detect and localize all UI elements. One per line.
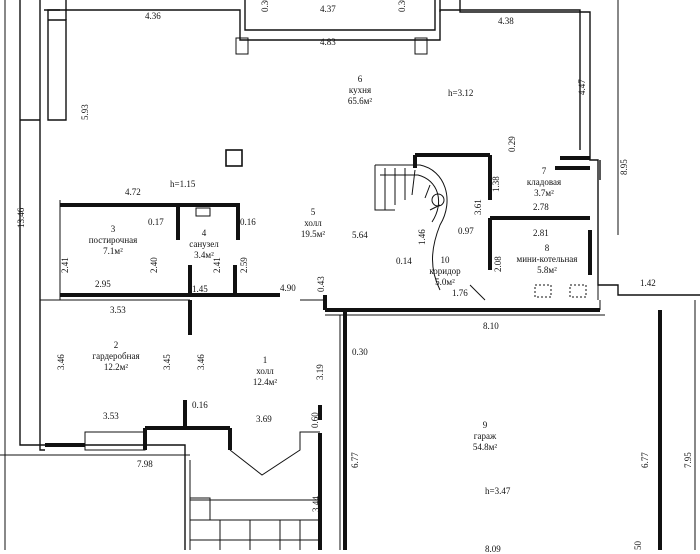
room-name: гараж xyxy=(473,431,497,441)
dim-label: 3.19 xyxy=(315,364,325,380)
dim-label: 50 xyxy=(633,541,643,550)
garage-height: h=3.47 xyxy=(485,486,511,496)
dim-label: 2.78 xyxy=(533,202,549,212)
room-number: 8 xyxy=(544,243,550,253)
dim-label: 4.37 xyxy=(320,4,336,14)
dim-label: 2.41 xyxy=(60,257,70,273)
column-square xyxy=(225,149,243,167)
dim-label: 3.44 xyxy=(311,496,321,512)
room-number: 9 xyxy=(482,420,488,430)
dim-label: 4.83 xyxy=(320,37,336,47)
dim-label: 0.60 xyxy=(310,412,320,428)
dim-label: 0.43 xyxy=(316,276,326,292)
dim-label: 2.40 xyxy=(149,257,159,273)
room-area: 3.7м² xyxy=(534,188,554,198)
room-area: 3.4м² xyxy=(194,250,214,260)
dim-label: 2.81 xyxy=(533,228,549,238)
room-3-label: 3 постирочная 7.1м² xyxy=(78,224,148,257)
dim-label: 0.17 xyxy=(148,217,164,227)
dim-label: 1.38 xyxy=(491,176,501,192)
dim-label: 0.30 xyxy=(260,0,270,12)
dim-label: 0.30 xyxy=(397,0,407,12)
dim-label: 3.53 xyxy=(110,305,126,315)
dim-label: 3.61 xyxy=(473,199,483,215)
dim-label: 3.46 xyxy=(56,354,66,370)
room-number: 1 xyxy=(262,355,268,365)
dim-label: 8.09 xyxy=(485,544,501,554)
room-number: 3 xyxy=(110,224,116,234)
dim-label: 8.95 xyxy=(619,159,629,175)
room-area: 19.5м² xyxy=(300,229,326,239)
room-name: кухня xyxy=(348,85,372,95)
dim-label: 2.95 xyxy=(95,279,111,289)
room-8-label: 8 мини-котельная 5.8м² xyxy=(505,243,589,276)
room-number: 2 xyxy=(113,340,119,350)
room-2-label: 2 гардеробная 12.2м² xyxy=(80,340,152,373)
room-9-label: 9 гараж 54.8м² xyxy=(460,420,510,453)
room-number: 6 xyxy=(357,74,363,84)
dim-label: 1.46 xyxy=(417,229,427,245)
room-name: коридор xyxy=(429,266,461,276)
wc-height: h=1.15 xyxy=(170,179,196,189)
dim-label: 6.77 xyxy=(640,452,650,468)
room-area: 12.4м² xyxy=(252,377,278,387)
dim-label: 4.72 xyxy=(125,187,141,197)
dim-label: 5.64 xyxy=(352,230,368,240)
room-area: 65.6м² xyxy=(347,96,373,106)
room-name: кладовая xyxy=(526,177,562,187)
dim-label: 0.97 xyxy=(458,226,474,236)
dim-label: 6.77 xyxy=(350,452,360,468)
dim-label: 8.10 xyxy=(483,321,499,331)
room-number: 10 xyxy=(440,255,450,265)
dim-label: 7.95 xyxy=(683,452,693,468)
room-name: гардеробная xyxy=(92,351,140,361)
dim-label: 4.38 xyxy=(498,16,514,26)
dim-label: 3.69 xyxy=(256,414,272,424)
room-number: 5 xyxy=(310,207,316,217)
room-name: санузел xyxy=(189,239,219,249)
dim-label: 0.16 xyxy=(240,217,256,227)
dim-label: 13.46 xyxy=(16,207,26,228)
room-name: холл xyxy=(256,366,274,376)
room-area: 54.8м² xyxy=(472,442,498,452)
room-7-label: 7 кладовая 3.7м² xyxy=(517,166,571,199)
room-6-label: 6 кухня 65.6м² xyxy=(330,74,390,107)
kitchen-height: h=3.12 xyxy=(448,88,474,98)
room-10-label: 10 коридор 5.0м² xyxy=(418,255,472,288)
room-name: холл xyxy=(304,218,322,228)
dim-label: 4.36 xyxy=(145,11,161,21)
room-number: 7 xyxy=(541,166,547,176)
room-name: мини-котельная xyxy=(516,254,578,264)
dim-label: 0.16 xyxy=(192,400,208,410)
dim-label: 2.08 xyxy=(493,256,503,272)
exterior-wall-inner xyxy=(20,0,601,451)
room-name: постирочная xyxy=(88,235,138,245)
dim-label: 3.53 xyxy=(103,411,119,421)
dim-label: 0.30 xyxy=(352,347,368,357)
dim-label: 5.93 xyxy=(80,104,90,120)
room-area: 12.2м² xyxy=(103,362,129,372)
dim-label: 2.41 xyxy=(212,257,222,273)
dim-label: 3.46 xyxy=(196,354,206,370)
dim-label: 0.29 xyxy=(507,136,517,152)
dim-label: 3.45 xyxy=(162,354,172,370)
dim-label: 1.76 xyxy=(452,288,468,298)
dim-label: 0.14 xyxy=(396,256,412,266)
room-area: 7.1м² xyxy=(103,246,123,256)
dim-label: 1.45 xyxy=(192,284,208,294)
room-1-label: 1 холл 12.4м² xyxy=(240,355,290,388)
room-number: 4 xyxy=(201,228,207,238)
room-area: 5.8м² xyxy=(537,265,557,275)
room-4-label: 4 санузел 3.4м² xyxy=(175,228,233,261)
dim-label: 4.90 xyxy=(280,283,296,293)
room-area: 5.0м² xyxy=(435,277,455,287)
dim-label: 1.42 xyxy=(640,278,656,288)
room-5-label: 5 холл 19.5м² xyxy=(288,207,338,240)
spiral-staircase xyxy=(374,164,448,291)
dim-label: 7.98 xyxy=(137,459,153,469)
dim-label: 2.59 xyxy=(239,257,249,273)
dim-label: 4.47 xyxy=(577,79,587,95)
